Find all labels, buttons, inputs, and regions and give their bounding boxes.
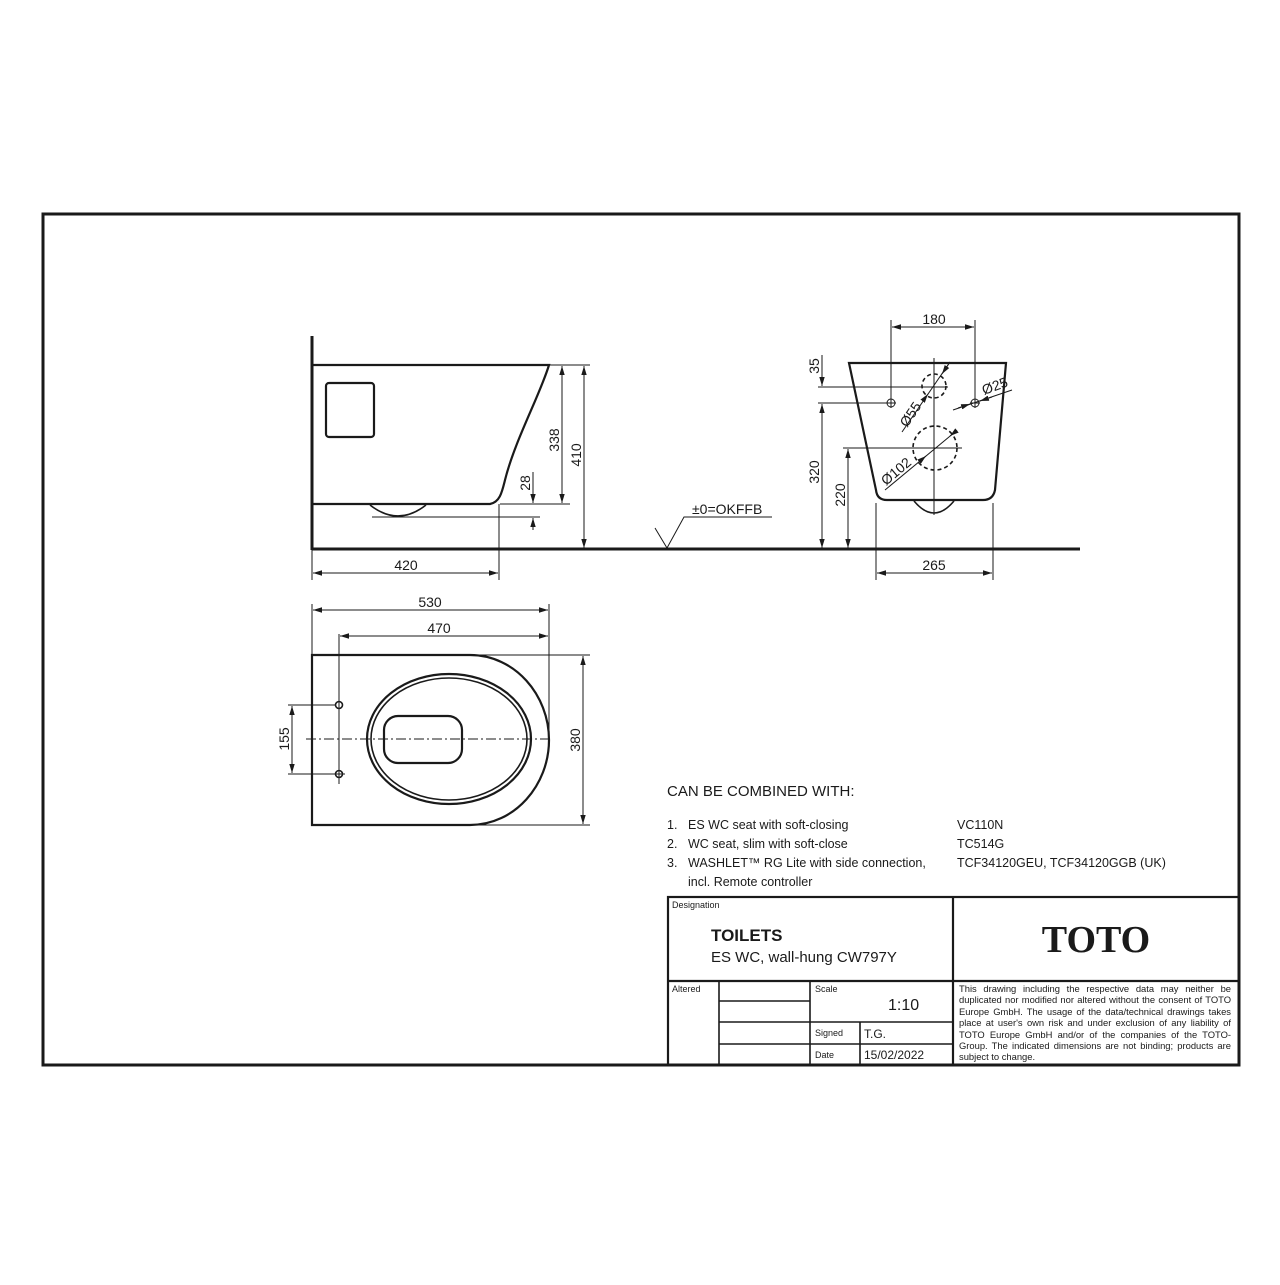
top-view: 530 470 155 380 bbox=[276, 594, 590, 827]
top-bowl-outline bbox=[310, 653, 551, 827]
product-name: ES WC, wall-hung CW797Y bbox=[711, 949, 897, 966]
inlet-circle-55 bbox=[921, 373, 947, 399]
dim-530: 530 bbox=[418, 594, 442, 610]
brand-logo: TOTO bbox=[1042, 919, 1150, 961]
dim-35: 35 bbox=[806, 358, 822, 374]
floor-datum-symbol: ±0=OKFFB bbox=[654, 501, 772, 550]
dim-380: 380 bbox=[567, 728, 583, 752]
altered-label: Altered bbox=[672, 984, 701, 994]
signed-label: Signed bbox=[815, 1028, 843, 1038]
front-bowl-outline bbox=[847, 361, 1008, 502]
title-block: Designation TOILETS ES WC, wall-hung CW7… bbox=[666, 895, 1241, 1067]
dim-320: 320 bbox=[806, 460, 822, 484]
dim-420: 420 bbox=[394, 557, 418, 573]
datum-label: ±0=OKFFB bbox=[692, 501, 762, 517]
scale-label: Scale bbox=[815, 984, 838, 994]
dim-220: 220 bbox=[832, 483, 848, 507]
dim-dia-25: Ø25 bbox=[980, 374, 1011, 398]
combined-item-2-code: TC514G bbox=[957, 837, 1004, 851]
dim-dia-55: Ø55 bbox=[896, 399, 924, 430]
legal-disclaimer: This drawing including the respective da… bbox=[959, 983, 1231, 1063]
combined-item-2-desc: WC seat, slim with soft-close bbox=[688, 837, 848, 851]
date-value: 15/02/2022 bbox=[864, 1048, 924, 1062]
designation-label: Designation bbox=[672, 900, 720, 910]
date-label: Date bbox=[815, 1050, 834, 1060]
dim-470: 470 bbox=[427, 620, 451, 636]
dim-338: 338 bbox=[546, 428, 562, 452]
dim-410: 410 bbox=[568, 443, 584, 467]
dim-dia-102: Ø102 bbox=[878, 454, 915, 488]
combined-item-2-num: 2. bbox=[667, 837, 677, 851]
dim-28: 28 bbox=[517, 475, 533, 491]
dim-180: 180 bbox=[922, 311, 946, 327]
dim-155: 155 bbox=[276, 727, 292, 751]
side-view: 338 410 28 420 bbox=[310, 336, 1080, 580]
combined-with-list: CAN BE COMBINED WITH: 1. ES WC seat with… bbox=[667, 783, 1166, 889]
combined-item-3-num: 3. bbox=[667, 856, 677, 870]
side-cover-plate bbox=[324, 381, 376, 439]
front-view: 180 35 320 220 Ø55 Ø25 Ø102 265 bbox=[806, 311, 1013, 580]
combined-item-3-desc2: incl. Remote controller bbox=[688, 875, 812, 889]
combined-item-1-code: VC110N bbox=[957, 818, 1003, 832]
side-outlet-bump bbox=[369, 504, 427, 517]
drawing-frame bbox=[41, 212, 1241, 1067]
combined-item-3-code: TCF34120GEU, TCF34120GGB (UK) bbox=[957, 856, 1166, 870]
combined-item-1-desc: ES WC seat with soft-closing bbox=[688, 818, 849, 832]
product-category: TOILETS bbox=[711, 926, 782, 945]
signed-value: T.G. bbox=[864, 1027, 886, 1041]
combined-heading: CAN BE COMBINED WITH: bbox=[667, 783, 855, 800]
top-rim-inner bbox=[370, 677, 528, 801]
scale-value: 1:10 bbox=[888, 997, 919, 1014]
combined-item-3-desc: WASHLET™ RG Lite with side connection, bbox=[688, 856, 926, 870]
dim-265: 265 bbox=[922, 557, 946, 573]
side-bowl-outline bbox=[312, 363, 551, 506]
combined-item-1-num: 1. bbox=[667, 818, 677, 832]
